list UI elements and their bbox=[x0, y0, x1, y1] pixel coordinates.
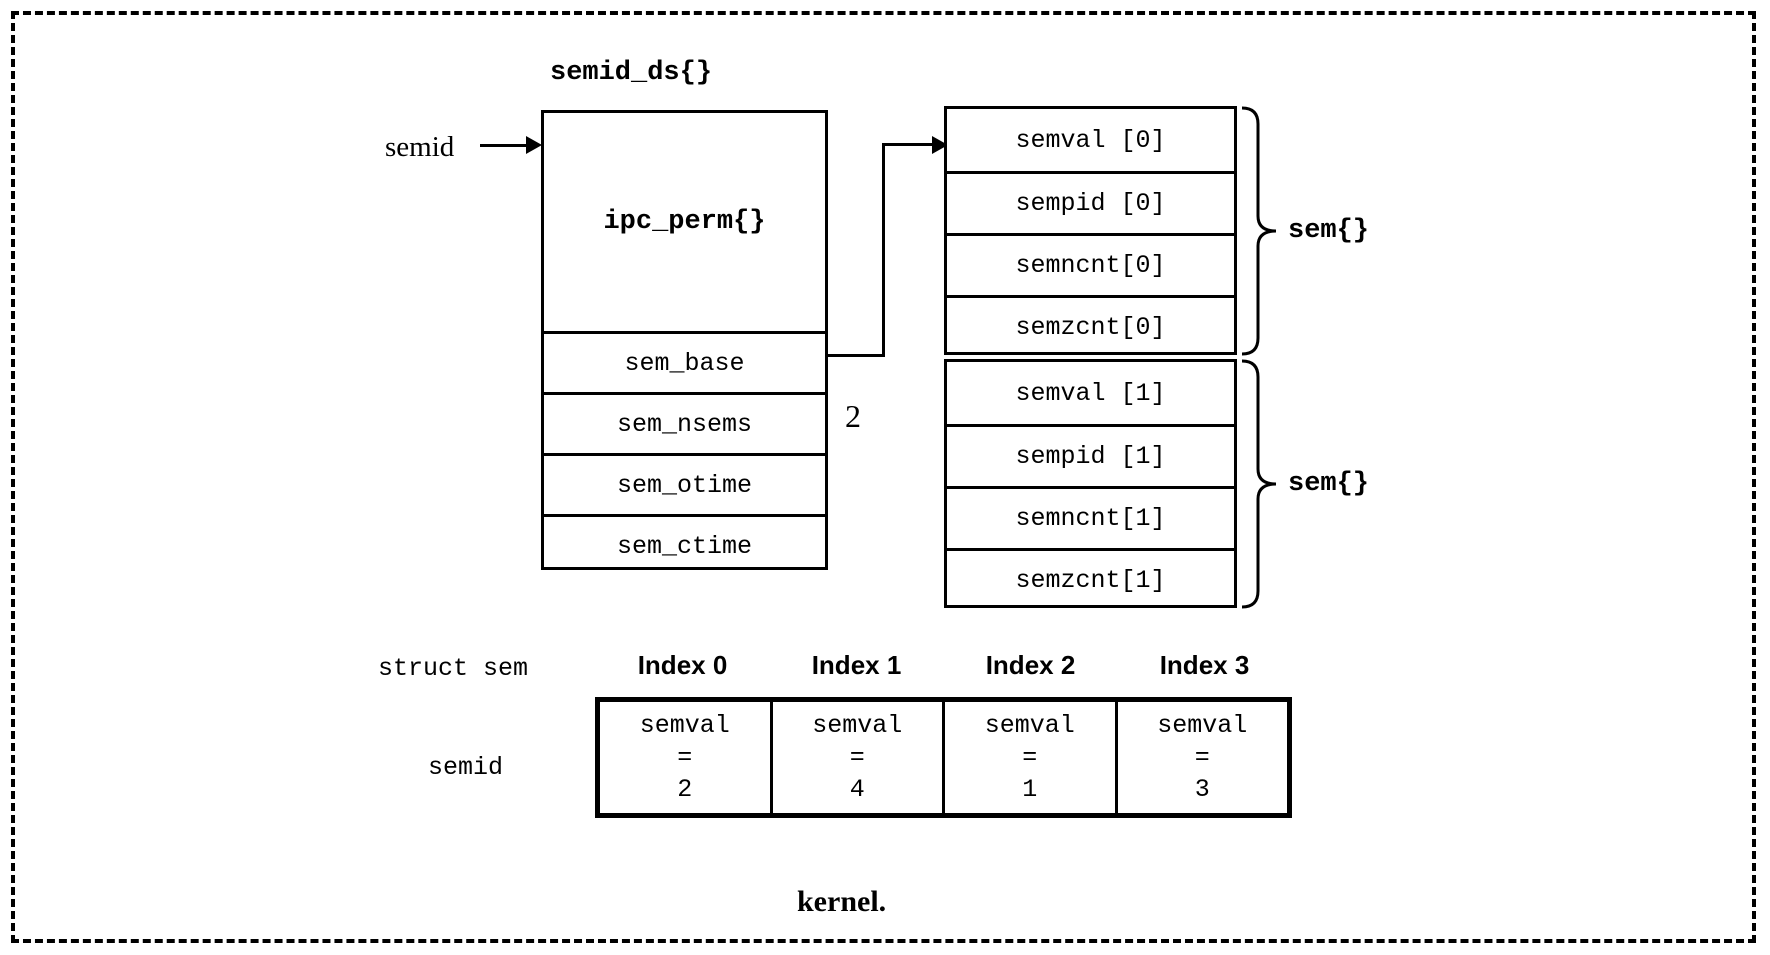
index-cell-3-eq: = bbox=[1194, 742, 1210, 772]
index-cell-2: semval = 1 bbox=[942, 702, 1115, 813]
sem-array-0-cell-semval: semval [0] bbox=[1015, 125, 1166, 155]
sem-array-0-cell-semzcnt: semzcnt[0] bbox=[947, 295, 1234, 357]
struct-field-sem-base: sem_base bbox=[544, 331, 825, 392]
semid-pointer-label: semid bbox=[385, 131, 455, 163]
index-cell-3-name: semval bbox=[1157, 710, 1248, 740]
sem-array-1-brace-label: sem{} bbox=[1288, 469, 1370, 499]
index-cell-0-eq: = bbox=[677, 742, 693, 772]
semid-arrow-line bbox=[480, 144, 530, 147]
semid-arrow-head bbox=[526, 136, 542, 154]
struct-field-sem-otime: sem_otime bbox=[544, 453, 825, 514]
semid-ds-title: semid_ds{} bbox=[550, 58, 713, 88]
index-cell-0-name: semval bbox=[639, 710, 730, 740]
struct-field-ipc-perm: ipc_perm{} bbox=[603, 207, 766, 237]
index-cell-3: semval = 3 bbox=[1114, 702, 1288, 813]
index-cell-1-eq: = bbox=[849, 742, 865, 772]
kernel-caption: kernel. bbox=[797, 885, 887, 918]
sem-array-1-cell-semncnt: semncnt[1] bbox=[947, 486, 1234, 548]
index-cell-0-value: 2 bbox=[677, 774, 693, 804]
index-cell-1: semval = 4 bbox=[769, 702, 943, 813]
kernel-boundary bbox=[11, 11, 1756, 943]
sem-array-0-brace-label: sem{} bbox=[1288, 216, 1370, 246]
index-header-0: Index 0 bbox=[637, 650, 728, 680]
index-table-row-label-top: struct sem bbox=[378, 654, 529, 683]
sem-array-0-brace bbox=[1241, 106, 1277, 356]
sem-nsems-value: 2 bbox=[845, 398, 861, 434]
index-cell-2-value: 1 bbox=[1022, 774, 1038, 804]
sem-array-block-0: semval [0] sempid [0] semncnt[0] semzcnt… bbox=[944, 106, 1237, 355]
index-cell-1-value: 4 bbox=[849, 774, 865, 804]
index-cell-2-name: semval bbox=[984, 710, 1075, 740]
index-table-row-label-bottom: semid bbox=[428, 753, 504, 782]
index-cell-2-eq: = bbox=[1022, 742, 1038, 772]
index-header-3: Index 3 bbox=[1159, 650, 1250, 680]
sem-base-connector-h2 bbox=[882, 143, 937, 146]
sem-array-0-cell-sempid: sempid [0] bbox=[947, 171, 1234, 233]
index-header-2: Index 2 bbox=[985, 650, 1076, 680]
index-cell-1-name: semval bbox=[812, 710, 903, 740]
index-header-1: Index 1 bbox=[811, 650, 902, 680]
semid-ds-struct-box: ipc_perm{} sem_base sem_nsems sem_otime … bbox=[541, 110, 828, 570]
sem-array-1-cell-semzcnt: semzcnt[1] bbox=[947, 548, 1234, 610]
sem-array-1-cell-sempid: sempid [1] bbox=[947, 424, 1234, 486]
index-table: semval = 2 semval = 4 semval = 1 semval … bbox=[595, 697, 1292, 818]
index-cell-3-value: 3 bbox=[1194, 774, 1210, 804]
sem-array-block-1: semval [1] sempid [1] semncnt[1] semzcnt… bbox=[944, 359, 1237, 608]
sem-base-connector-v bbox=[882, 143, 885, 357]
sem-array-1-cell-semval: semval [1] bbox=[1015, 378, 1166, 408]
sem-array-0-cell-semncnt: semncnt[0] bbox=[947, 233, 1234, 295]
struct-field-sem-nsems: sem_nsems bbox=[544, 392, 825, 453]
struct-field-sem-ctime: sem_ctime bbox=[544, 514, 825, 575]
index-cell-0: semval = 2 bbox=[600, 702, 770, 813]
sem-array-1-brace bbox=[1241, 359, 1277, 609]
sem-base-connector-h1 bbox=[825, 354, 885, 357]
